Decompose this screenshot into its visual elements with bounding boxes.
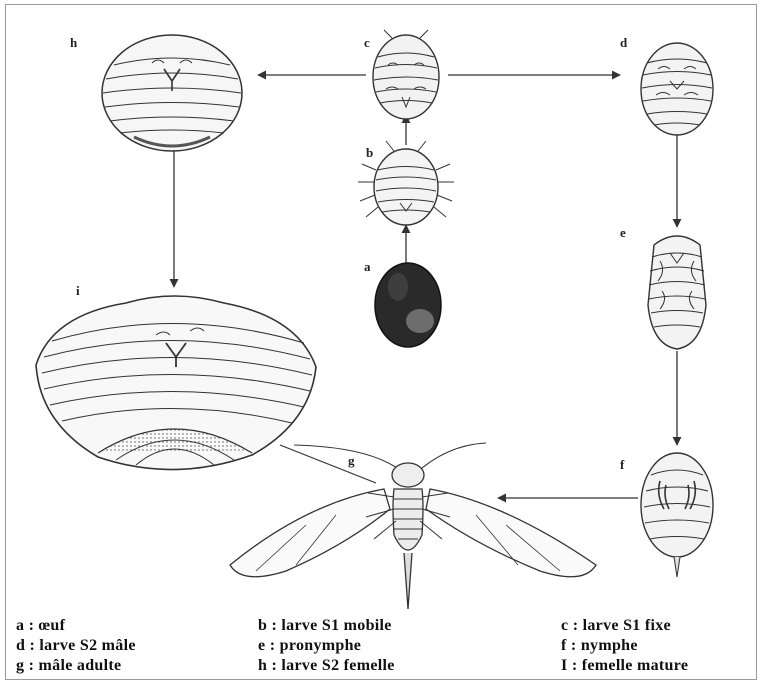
legend-item-g: g : mâle adulte xyxy=(16,657,121,675)
legend-item-f: f : nymphe xyxy=(561,637,638,655)
life-cycle-diagram: a b c d e f g h i xyxy=(6,5,757,680)
legend-item-a: a : œuf xyxy=(16,617,65,635)
stage-d-larva-s2-male xyxy=(641,43,713,135)
legend-item-d: d : larve S2 mâle xyxy=(16,637,136,655)
tag-c: c xyxy=(364,35,370,50)
legend-item-b: b : larve S1 mobile xyxy=(258,617,392,635)
legend-item-h: h : larve S2 femelle xyxy=(258,657,395,675)
tag-g: g xyxy=(348,453,355,468)
tag-a: a xyxy=(364,259,371,274)
legend-item-i: I : femelle mature xyxy=(561,657,688,675)
stage-g-adult-male xyxy=(230,443,596,609)
tag-e: e xyxy=(620,225,626,240)
stage-c-larva-fixed xyxy=(373,30,439,119)
stage-i-mature-female xyxy=(36,296,316,470)
stage-h-larva-s2-female xyxy=(102,35,242,151)
stage-f-nymph xyxy=(641,453,713,577)
legend-item-e: e : pronymphe xyxy=(258,637,361,655)
tag-d: d xyxy=(620,35,628,50)
figure-frame: a b c d e f g h i a : œuf b : larve S1 m… xyxy=(5,4,757,680)
tag-f: f xyxy=(620,457,625,472)
tag-b: b xyxy=(366,145,373,160)
stage-e-pronymph xyxy=(648,236,706,349)
tag-h: h xyxy=(70,35,78,50)
tag-i: i xyxy=(76,283,80,298)
stage-a-egg xyxy=(375,263,441,347)
legend-item-c: c : larve S1 fixe xyxy=(561,617,671,635)
